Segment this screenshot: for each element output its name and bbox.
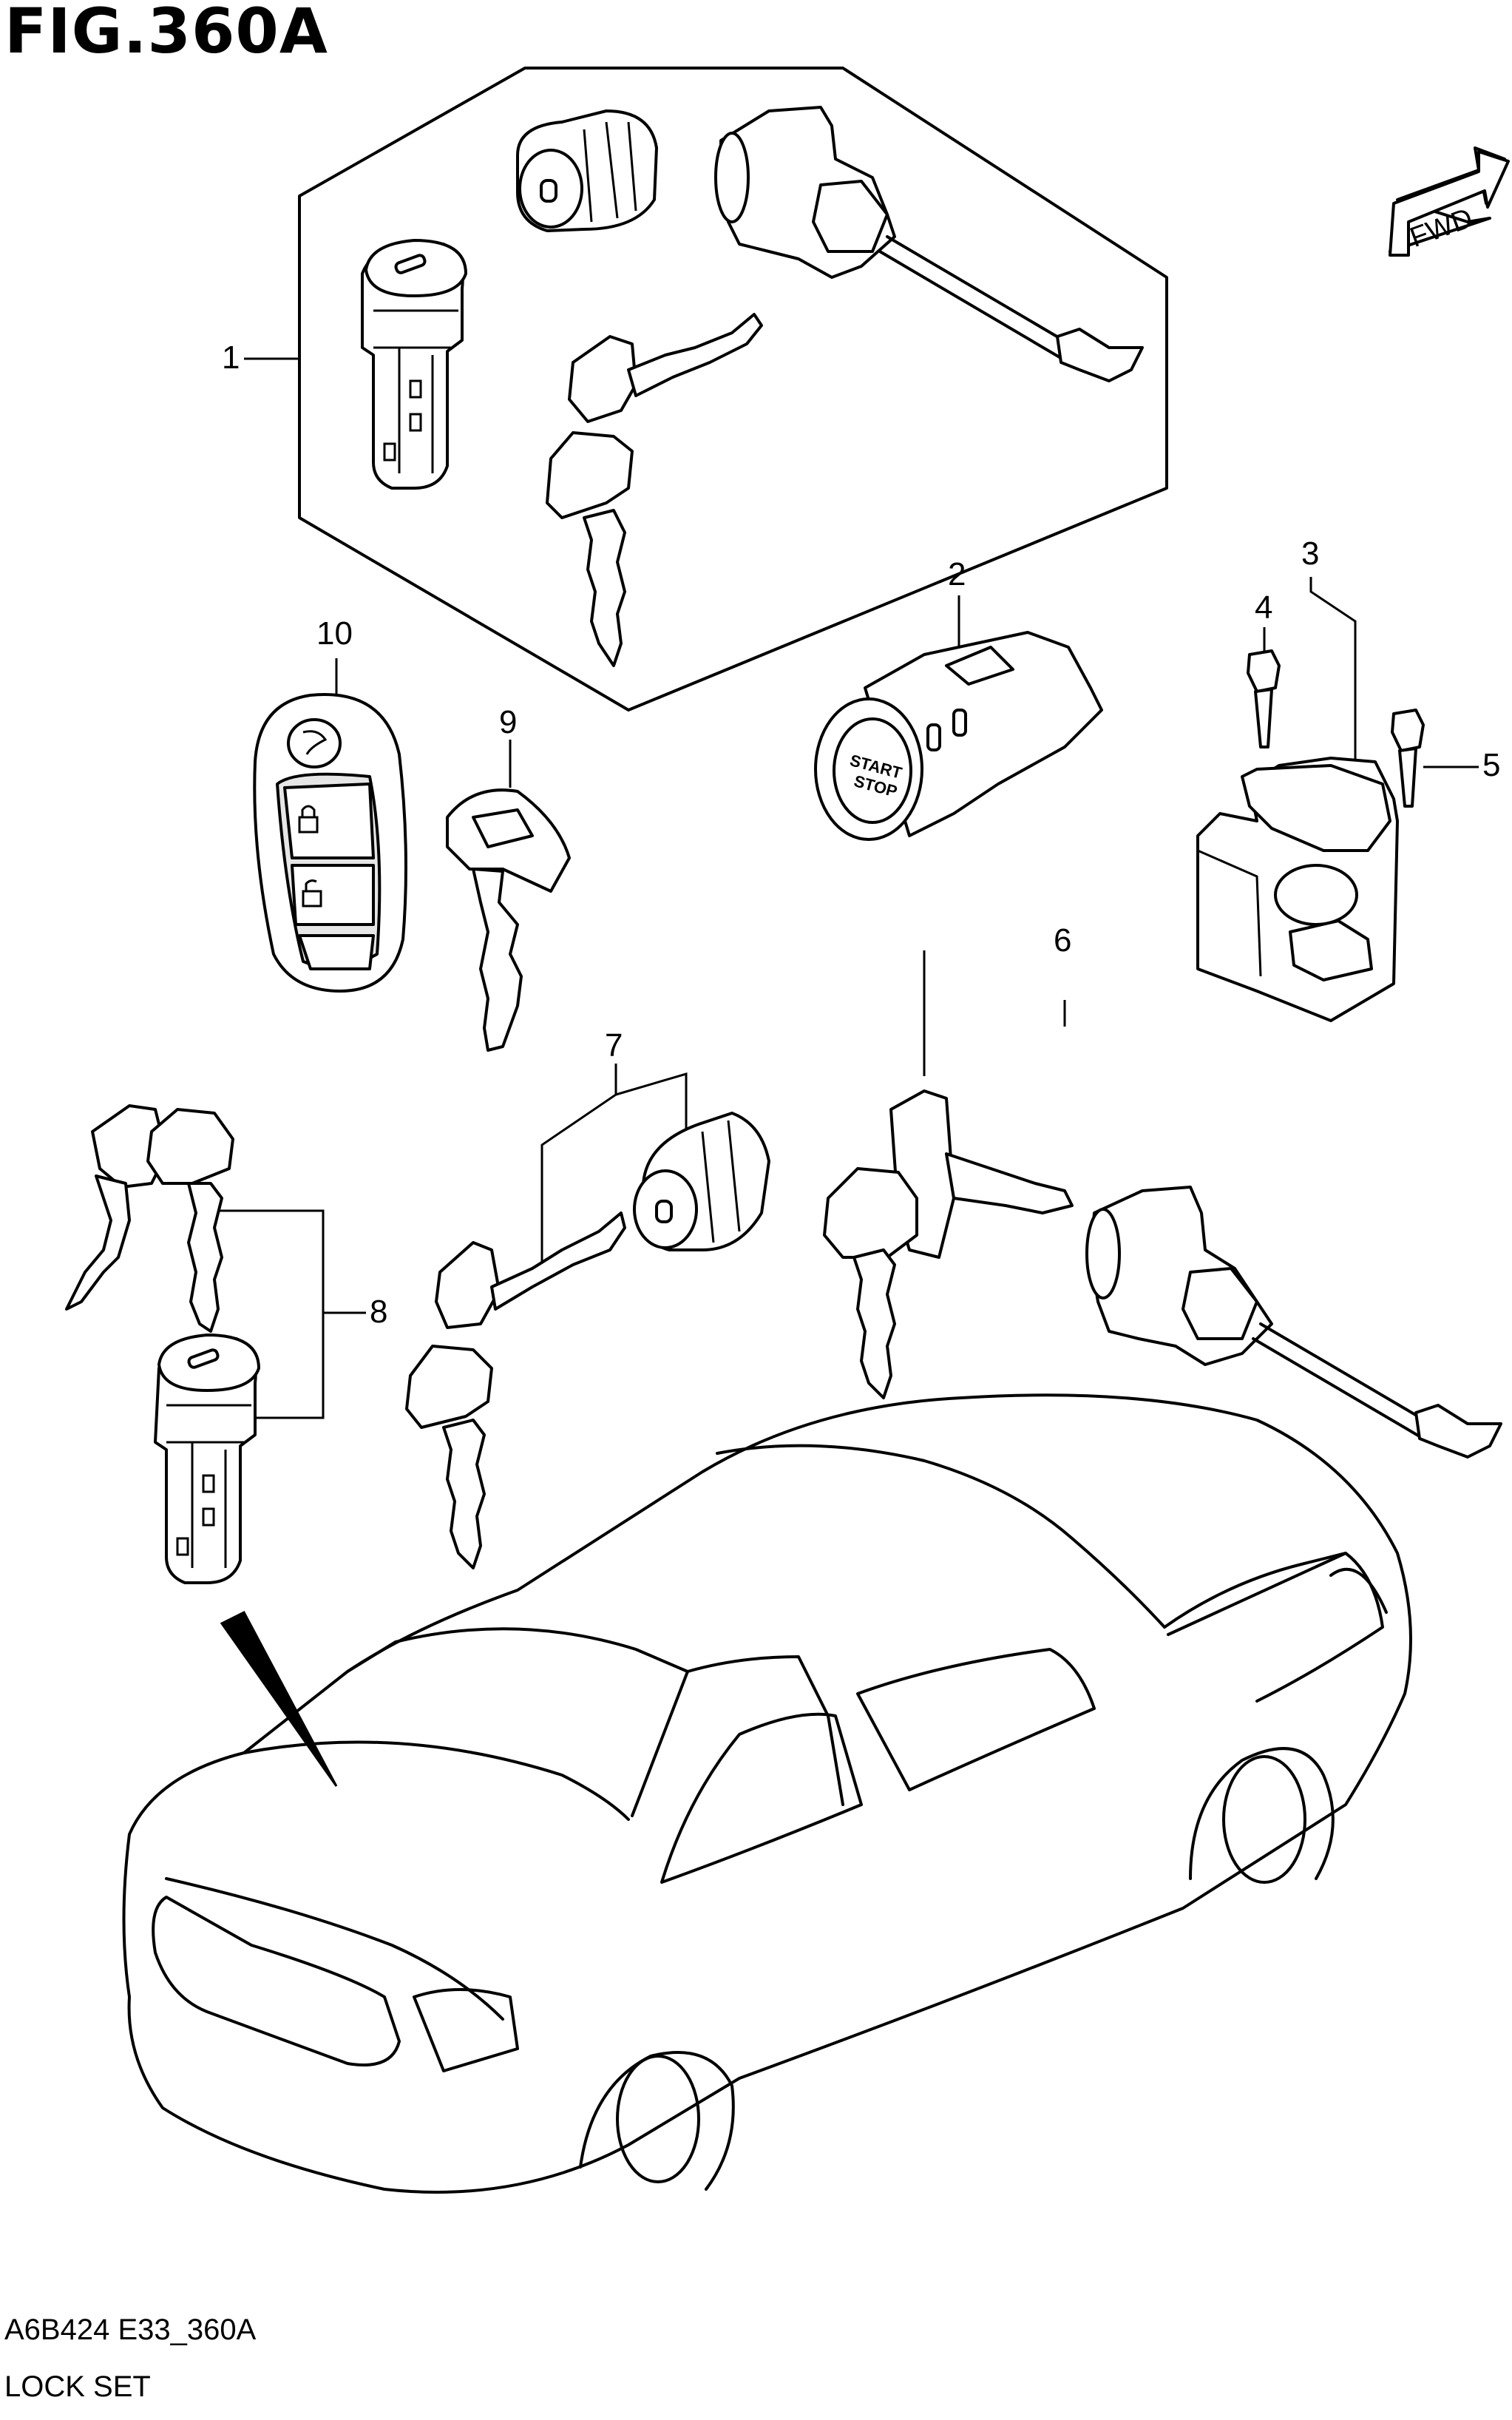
key-pair-icon	[546, 313, 763, 667]
callout-1: 1	[222, 339, 240, 376]
lock-cylinder-set-icon	[405, 1064, 770, 1569]
callout-9: 9	[499, 704, 518, 740]
forward-arrow-icon	[1389, 146, 1510, 257]
steering-lock-icon	[1196, 577, 1399, 1022]
smart-key-fob-icon	[253, 658, 407, 993]
callout-7: 7	[605, 1027, 623, 1064]
callout-8: 8	[370, 1294, 388, 1330]
lock-set-group-icon	[244, 67, 1168, 712]
figure-code: A6B424 E33_360A	[4, 2313, 257, 2346]
start-stop-switch-icon: START STOP	[814, 595, 1103, 841]
bolt-icon	[1247, 627, 1281, 748]
door-lock-icon	[714, 106, 1144, 382]
callout-3: 3	[1301, 535, 1320, 572]
callout-10: 10	[316, 615, 353, 652]
key-blank-icon	[446, 740, 571, 1052]
car-outline-icon	[122, 1393, 1412, 2194]
ignition-cylinder-set-icon	[65, 1104, 366, 1584]
door-lock-set-icon	[823, 950, 1502, 1459]
ignition-cylinder-icon	[361, 239, 467, 490]
figure-title: FIG.360A	[4, 0, 328, 67]
callout-5: 5	[1482, 747, 1501, 783]
callout-2: 2	[948, 556, 966, 592]
callout-6: 6	[1054, 922, 1072, 959]
callout-4: 4	[1255, 589, 1273, 626]
bolt-icon	[1391, 709, 1479, 808]
figure-name: LOCK SET	[4, 2370, 151, 2403]
lock-cylinder-icon	[516, 109, 658, 232]
